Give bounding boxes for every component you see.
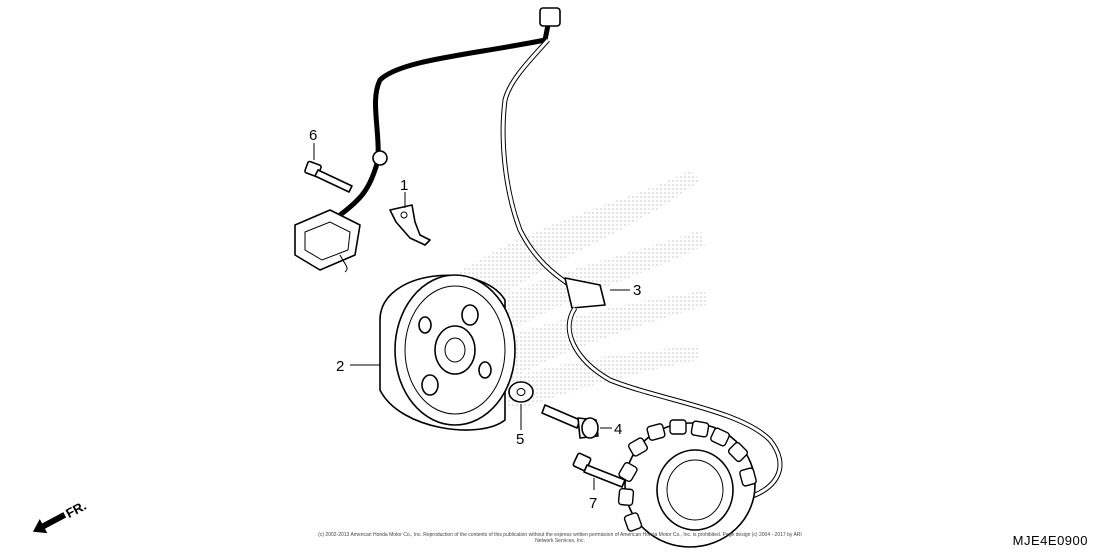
callout-5[interactable]: 5: [516, 431, 524, 448]
wire-clamp-part[interactable]: [389, 204, 431, 246]
forward-direction-arrow-icon: FR.: [32, 498, 89, 534]
callout-7[interactable]: 7: [589, 495, 597, 512]
flywheel-part[interactable]: [379, 274, 516, 431]
diagram-code: MJE4E0900: [1012, 533, 1088, 548]
direction-label: FR.: [63, 498, 89, 521]
callout-2[interactable]: 2: [336, 358, 344, 375]
leader-lines: [313, 143, 630, 490]
stator-bolt-part[interactable]: [572, 452, 626, 488]
stator-part[interactable]: [617, 419, 757, 548]
callout-3[interactable]: 3: [633, 282, 641, 299]
flange-bolt-part[interactable]: [541, 404, 599, 439]
callout-6[interactable]: 6: [309, 127, 317, 144]
copyright-notice: (c) 2002-2013 American Honda Motor Co., …: [318, 532, 802, 544]
wire-harness-part[interactable]: [294, 7, 783, 503]
callout-4[interactable]: 4: [614, 421, 622, 438]
callout-1[interactable]: 1: [400, 177, 408, 194]
washer-part[interactable]: [508, 381, 534, 403]
callouts: 1 2 3 4 5 6 7: [309, 127, 641, 512]
small-bolt-part[interactable]: [304, 160, 353, 193]
